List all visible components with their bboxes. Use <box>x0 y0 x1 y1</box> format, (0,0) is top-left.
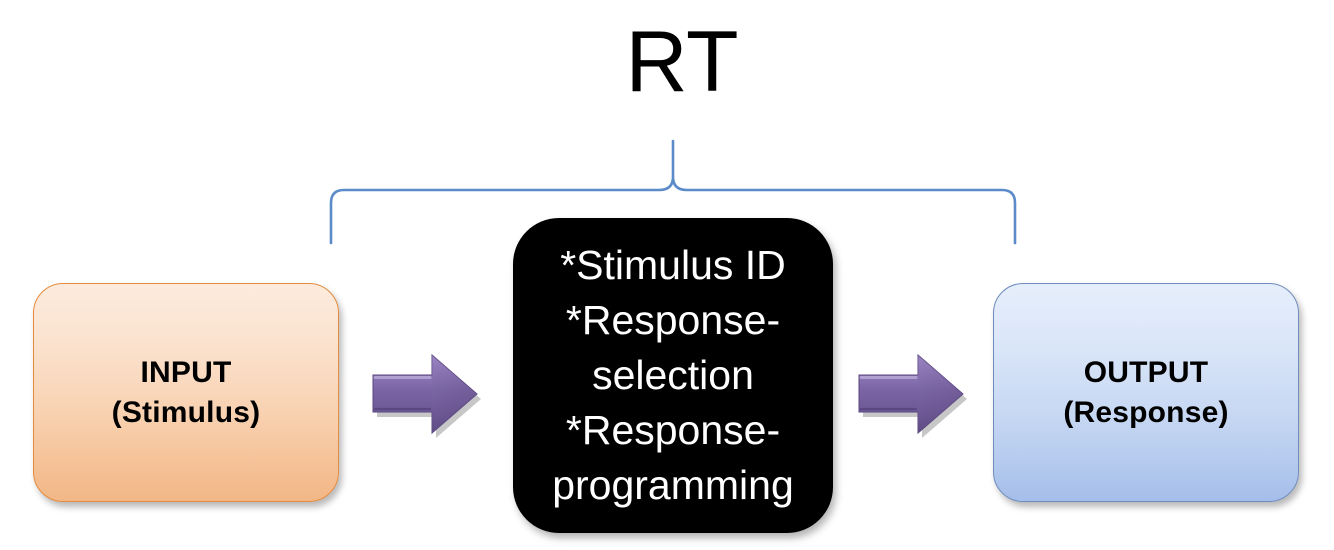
node-output-line-2: (Response) <box>1063 395 1229 429</box>
node-process[interactable]: *Stimulus ID *Response- selection *Respo… <box>513 218 833 533</box>
node-process-label: *Stimulus ID *Response- selection *Respo… <box>544 238 802 513</box>
node-input[interactable]: INPUT (Stimulus) <box>33 283 339 502</box>
process-line-3: selection <box>592 352 754 398</box>
right-arrow-icon <box>858 353 967 438</box>
process-line-5: programming <box>552 462 794 508</box>
node-output-label: OUTPUT (Response) <box>1063 353 1228 433</box>
node-input-line-2: (Stimulus) <box>111 395 261 429</box>
process-line-2: *Response- <box>565 297 781 343</box>
process-line-4: *Response- <box>565 407 781 453</box>
node-output[interactable]: OUTPUT (Response) <box>993 283 1299 502</box>
process-line-1: *Stimulus ID <box>560 242 786 288</box>
node-input-label: INPUT (Stimulus) <box>112 353 261 433</box>
node-output-line-1: OUTPUT <box>1083 355 1209 389</box>
node-input-line-1: INPUT <box>140 355 232 389</box>
right-arrow-icon <box>372 353 481 438</box>
page-title: RT <box>625 14 739 110</box>
